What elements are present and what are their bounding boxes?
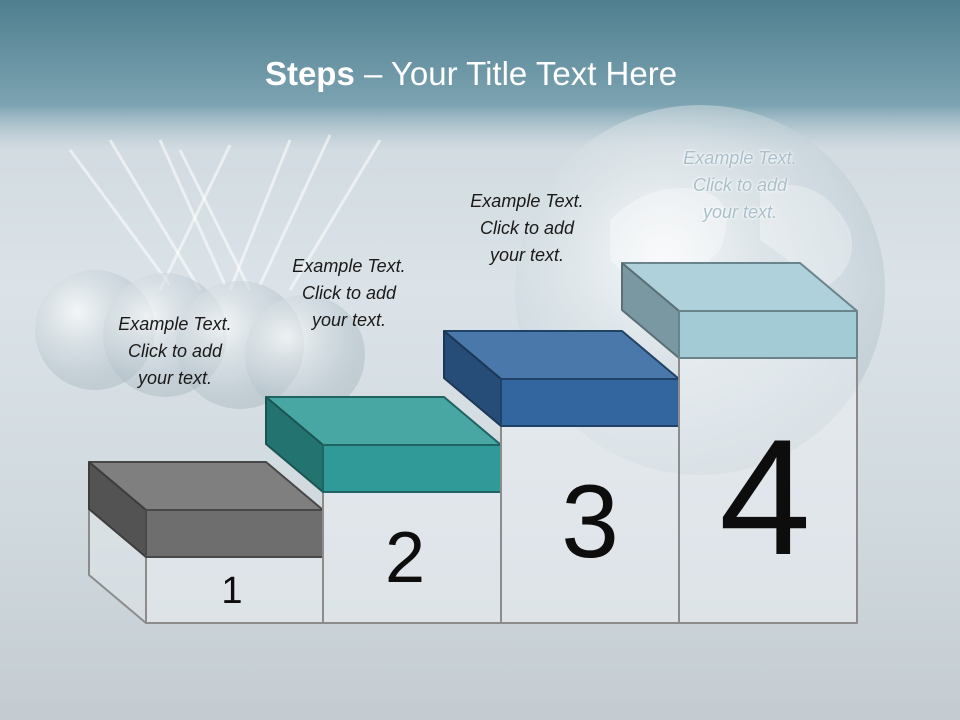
step-1-line-1: Example Text.	[118, 314, 232, 334]
step-1-number: 1	[221, 570, 243, 612]
step-2-line-1: Example Text.	[292, 256, 406, 276]
step-3-block-front	[500, 378, 680, 427]
step-1-block-front	[145, 509, 324, 558]
title-bold: Steps	[264, 55, 355, 92]
step-2-block-front	[322, 444, 502, 493]
step-1-line-2: Click to add	[127, 341, 223, 361]
step-4-number: 4	[719, 405, 811, 589]
title-rest: – Your Title Text Here	[354, 55, 678, 92]
pendulum-balls	[35, 270, 365, 415]
step-2-number: 2	[384, 518, 426, 598]
step-4-line-1: Example Text.	[683, 148, 797, 168]
slide-title[interactable]: Steps – Your Title Text Here	[0, 52, 942, 96]
step-4-line-2: Click to add	[692, 175, 788, 195]
step-1-line-3: your text.	[137, 368, 213, 388]
step-3-text[interactable]: Example Text. Click to add your text.	[442, 188, 612, 269]
step-3-number: 3	[561, 464, 619, 580]
step-2-line-3: your text.	[311, 310, 387, 330]
step-4-line-3: your text.	[702, 202, 778, 222]
title-band	[0, 0, 960, 150]
step-3-line-1: Example Text.	[470, 191, 584, 211]
step-3-line-3: your text.	[489, 245, 565, 265]
step-1-text[interactable]: Example Text. Click to add your text.	[90, 311, 260, 392]
step-3-line-2: Click to add	[479, 218, 575, 238]
step-2-line-2: Click to add	[301, 283, 397, 303]
step-4-text[interactable]: Example Text. Click to add your text.	[655, 145, 825, 226]
pendulum-strings	[68, 134, 382, 291]
step-4-block-front	[678, 310, 858, 359]
step-2-text[interactable]: Example Text. Click to add your text.	[264, 253, 434, 334]
